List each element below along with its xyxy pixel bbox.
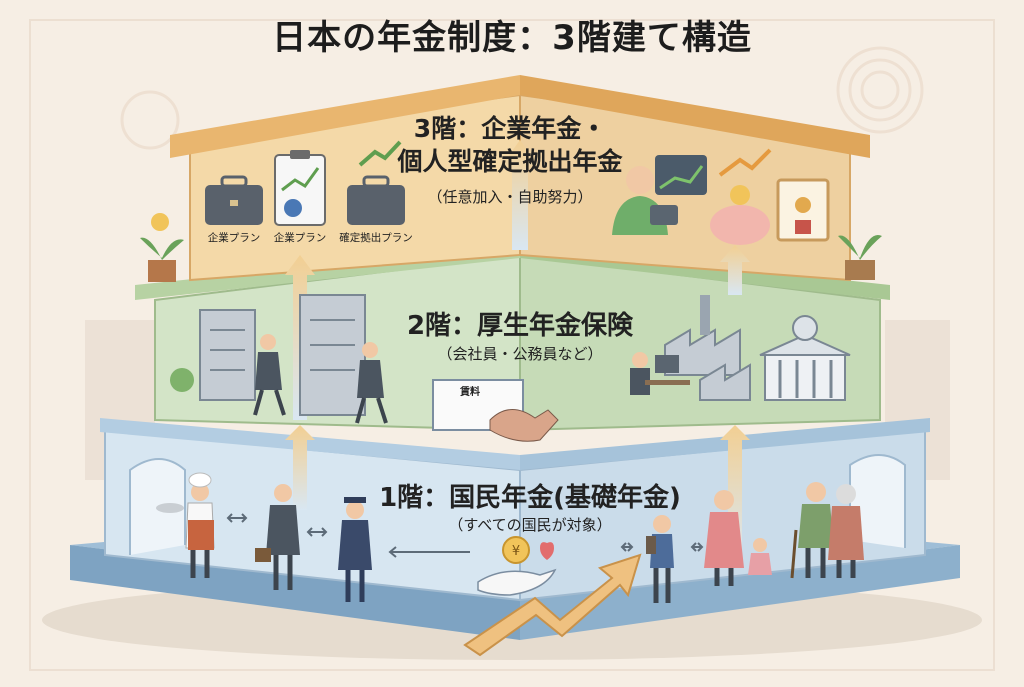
floor3-subtitle: （任意加入・自助努力） bbox=[427, 188, 593, 206]
briefcase-icon bbox=[205, 175, 263, 225]
briefcase-icon-2 bbox=[347, 140, 405, 225]
office-worker-icon bbox=[255, 484, 300, 590]
piggy-bank-icon bbox=[710, 148, 772, 245]
officer-icon bbox=[338, 497, 372, 602]
government-building-icon bbox=[759, 315, 851, 401]
slip-label: 賃料 bbox=[460, 387, 480, 398]
yen-heart-icon: ¥ bbox=[477, 536, 557, 596]
desk-worker-icon bbox=[630, 352, 690, 395]
floor2-subtitle: （会社員・公務員など） bbox=[437, 345, 603, 363]
walking-worker-icon bbox=[253, 334, 388, 424]
floor3-title-line2: 個人型確定拠出年金 bbox=[397, 147, 623, 176]
chef-icon bbox=[156, 472, 215, 578]
growth-arrow-icon bbox=[463, 553, 642, 657]
handshake-icon bbox=[432, 379, 559, 442]
mother-child-icon bbox=[704, 490, 772, 586]
plan-label-1: 企業プラン bbox=[207, 232, 261, 244]
floor1-subtitle: （すべての国民が対象） bbox=[448, 516, 612, 534]
investor-person-icon bbox=[612, 155, 707, 235]
plant-icon bbox=[140, 213, 184, 282]
svg-text:¥: ¥ bbox=[512, 544, 520, 559]
student-icon bbox=[646, 515, 674, 603]
floor2-title: 2階：厚生年金保険 bbox=[406, 311, 634, 341]
floor1-title: 1階：国民年金(基礎年金) bbox=[379, 483, 681, 513]
floor3-title: 3階：企業年金・ 個人型確定拠出年金 bbox=[330, 112, 690, 178]
certificate-icon bbox=[776, 178, 830, 242]
office-building-icon bbox=[170, 294, 366, 416]
page-title: 日本の年金制度：3階建て構造 bbox=[272, 18, 752, 58]
plant-icon-right bbox=[838, 234, 882, 280]
floor3-title-line1: 3階：企業年金・ bbox=[413, 114, 607, 143]
factory-icon bbox=[664, 295, 751, 401]
double-arrow-icons bbox=[226, 513, 704, 558]
elderly-couple-icon bbox=[790, 482, 864, 579]
plan-label-3: 確定拠出プラン bbox=[339, 232, 413, 244]
report-clipboard-icon bbox=[274, 150, 326, 226]
plan-label-2: 企業プラン bbox=[273, 232, 327, 244]
